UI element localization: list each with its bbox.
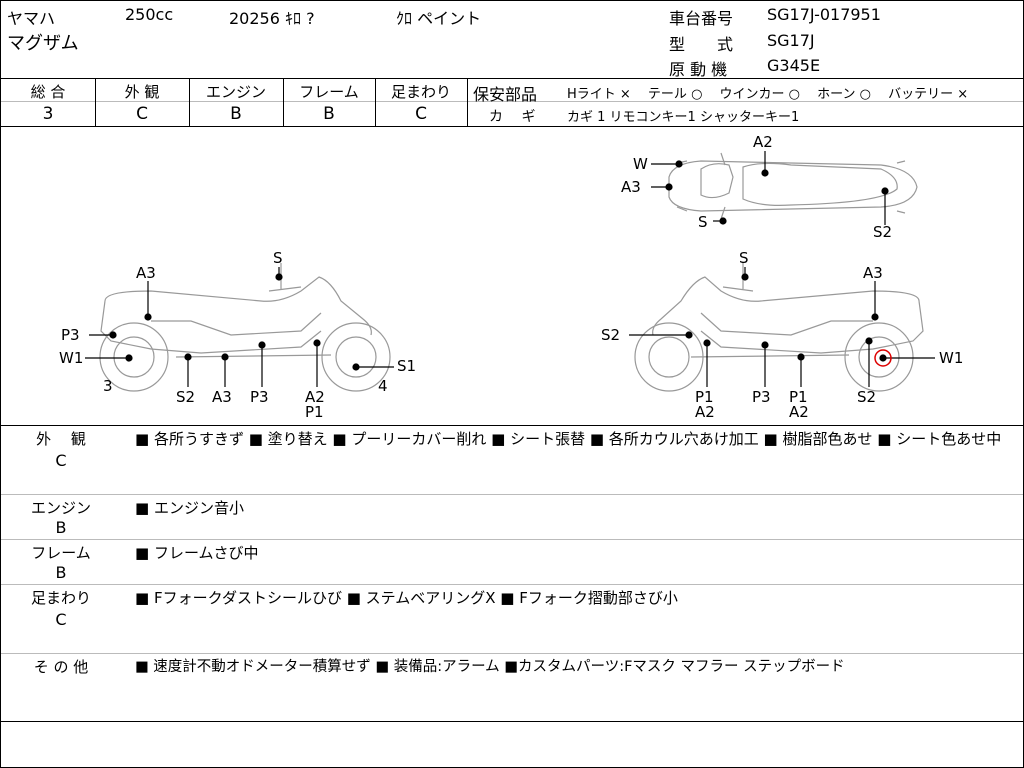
right-label-p3: P3 [752, 388, 771, 406]
left-label-s2: S2 [176, 388, 195, 406]
grade-top-border [1, 78, 1023, 79]
left-label-p3-bottom: P3 [250, 388, 269, 406]
grade-value-frame: B [323, 104, 335, 124]
right-label-s2: S2 [601, 326, 620, 344]
left-label-3: 3 [103, 377, 113, 395]
frame-divider [1, 539, 1023, 540]
grade-label-exterior: 外 観 [124, 83, 160, 101]
suspension-notes: ■ Fフォークダストシールひび ■ ステムベアリングX ■ Fフォーク摺動部さび… [135, 589, 678, 607]
grade-label-frame: フレーム [299, 83, 359, 101]
engine-title: エンジン [30, 499, 91, 517]
right-label-s2-b: S2 [857, 388, 876, 406]
frame-notes: ■ フレームさび中 [135, 544, 259, 562]
mileage-note: 20256 ｷﾛ ? [229, 9, 315, 28]
other-title: そ の 他 [33, 658, 89, 676]
frame-title: フレーム [31, 544, 91, 562]
diagram-markers [85, 151, 935, 387]
grade-bottom-border [1, 126, 1023, 127]
key-value: カギ 1 リモコンキー1 シャッターキー1 [567, 110, 800, 125]
engine-model-value: G345E [767, 56, 821, 75]
other-notes: ■ 速度計不動オドメーター積算せず ■ 装備品:アラーム ■カスタムパーツ:Fマ… [135, 659, 845, 675]
left-label-w1: W1 [59, 349, 83, 367]
top-label-w: W [633, 155, 648, 173]
suspension-divider [1, 584, 1023, 585]
safety-label: 保安部品 [473, 85, 538, 104]
damage-circle-marker [874, 349, 892, 367]
color-note: ｸﾛ ペイント [396, 9, 482, 28]
right-label-a3: A3 [863, 264, 883, 282]
top-label-s2: S2 [873, 223, 892, 241]
displacement: 250cc [125, 5, 174, 24]
scooter-top-view [668, 152, 918, 220]
grade-value-overall: 3 [42, 104, 54, 124]
suspension-title: 足まわり [30, 589, 91, 607]
maker: ヤマハ [7, 9, 56, 28]
grade-divider-5 [467, 78, 468, 126]
type-label: 型 式 [669, 35, 734, 54]
left-label-a3: A3 [136, 264, 156, 282]
right-label-s: S [739, 249, 749, 267]
engine-grade: B [55, 518, 67, 537]
grade-value-engine: B [230, 104, 242, 124]
left-label-a3-bottom: A3 [212, 388, 232, 406]
exterior-grade: C [55, 451, 67, 470]
right-label-p1-b: P1 [789, 388, 808, 406]
type-value: SG17J [767, 31, 815, 50]
scooter-right-view [634, 263, 924, 392]
top-label-a2: A2 [753, 133, 773, 151]
engine-notes: ■ エンジン音小 [135, 499, 244, 517]
grade-divider-1 [95, 78, 96, 126]
grade-label-suspension: 足まわり [390, 83, 451, 101]
safety-items: Hライト × テール ○ ウインカー ○ ホーン ○ バッテリー × [567, 87, 969, 102]
left-label-p1: P1 [305, 403, 324, 421]
engine-divider [1, 494, 1023, 495]
grade-divider-3 [283, 78, 284, 126]
exterior-title: 外 観 [36, 430, 86, 448]
damage-diagram: W A3 A2 S S2 S A3 P3 W1 3 S2 A3 P3 A2 P1… [59, 133, 963, 421]
left-label-s1: S1 [397, 357, 416, 375]
grade-divider-4 [375, 78, 376, 126]
right-label-a2: A2 [695, 403, 715, 421]
left-label-s: S [273, 249, 283, 267]
details-bottom-border [1, 721, 1023, 722]
top-label-a3: A3 [621, 178, 641, 196]
left-label-4: 4 [378, 377, 388, 395]
left-label-a2: A2 [305, 388, 325, 406]
safety-mid-border [467, 101, 1023, 102]
top-label-s: S [698, 213, 708, 231]
grade-value-suspension: C [415, 104, 427, 124]
grade-label-overall: 総 合 [30, 83, 66, 101]
key-label: カ ギ [489, 109, 536, 125]
left-label-p3: P3 [61, 326, 80, 344]
exterior-notes: ■ 各所うすきず ■ 塗り替え ■ プーリーカバー削れ ■ シート張替 ■ 各所… [135, 430, 1002, 448]
grade-label-engine: エンジン [205, 83, 266, 101]
right-label-a2-b: A2 [789, 403, 809, 421]
frame-grade: B [55, 563, 67, 582]
grade-value-exterior: C [136, 104, 148, 124]
details-top-border [1, 425, 1023, 426]
grade-divider-2 [189, 78, 190, 126]
chassis-value: SG17J-017951 [767, 5, 881, 24]
model-name: マグザム [7, 33, 79, 54]
right-label-w1: W1 [939, 349, 963, 367]
grade-mid-border [1, 101, 467, 102]
chassis-label: 車台番号 [669, 9, 734, 28]
other-divider [1, 653, 1023, 654]
scooter-left-view [99, 263, 391, 392]
engine-model-label: 原 動 機 [669, 60, 728, 79]
suspension-grade: C [55, 610, 67, 629]
right-label-p1: P1 [695, 388, 714, 406]
